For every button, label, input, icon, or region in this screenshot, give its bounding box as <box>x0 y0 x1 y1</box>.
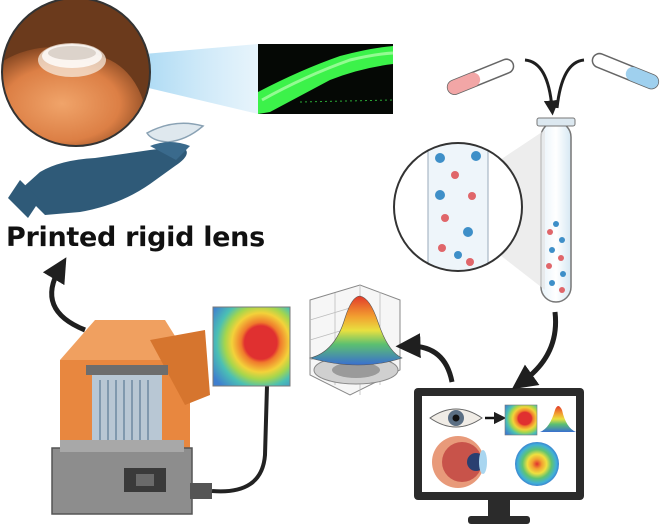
fluorescence-image <box>258 44 394 114</box>
3d-surface-plot-icon <box>308 284 403 396</box>
arrow-monitor-to-plot <box>395 333 455 383</box>
arrow-tube-to-monitor <box>511 311 559 390</box>
hand-icon <box>8 122 205 218</box>
eye-icon <box>429 408 483 428</box>
3d-printer-icon <box>51 320 212 515</box>
monitor-icon <box>414 388 584 524</box>
merge-arrow-left <box>524 58 559 116</box>
printer-cable <box>211 385 269 494</box>
magnified-particles <box>393 142 523 272</box>
test-tube-icon <box>446 52 660 303</box>
caption-printed-rigid-lens: Printed rigid lens <box>6 222 265 253</box>
finger-lens-photo <box>1 0 151 147</box>
merge-arrow-right <box>555 58 585 109</box>
arrow-printer-to-lens <box>42 257 86 333</box>
contour-map <box>212 306 291 387</box>
